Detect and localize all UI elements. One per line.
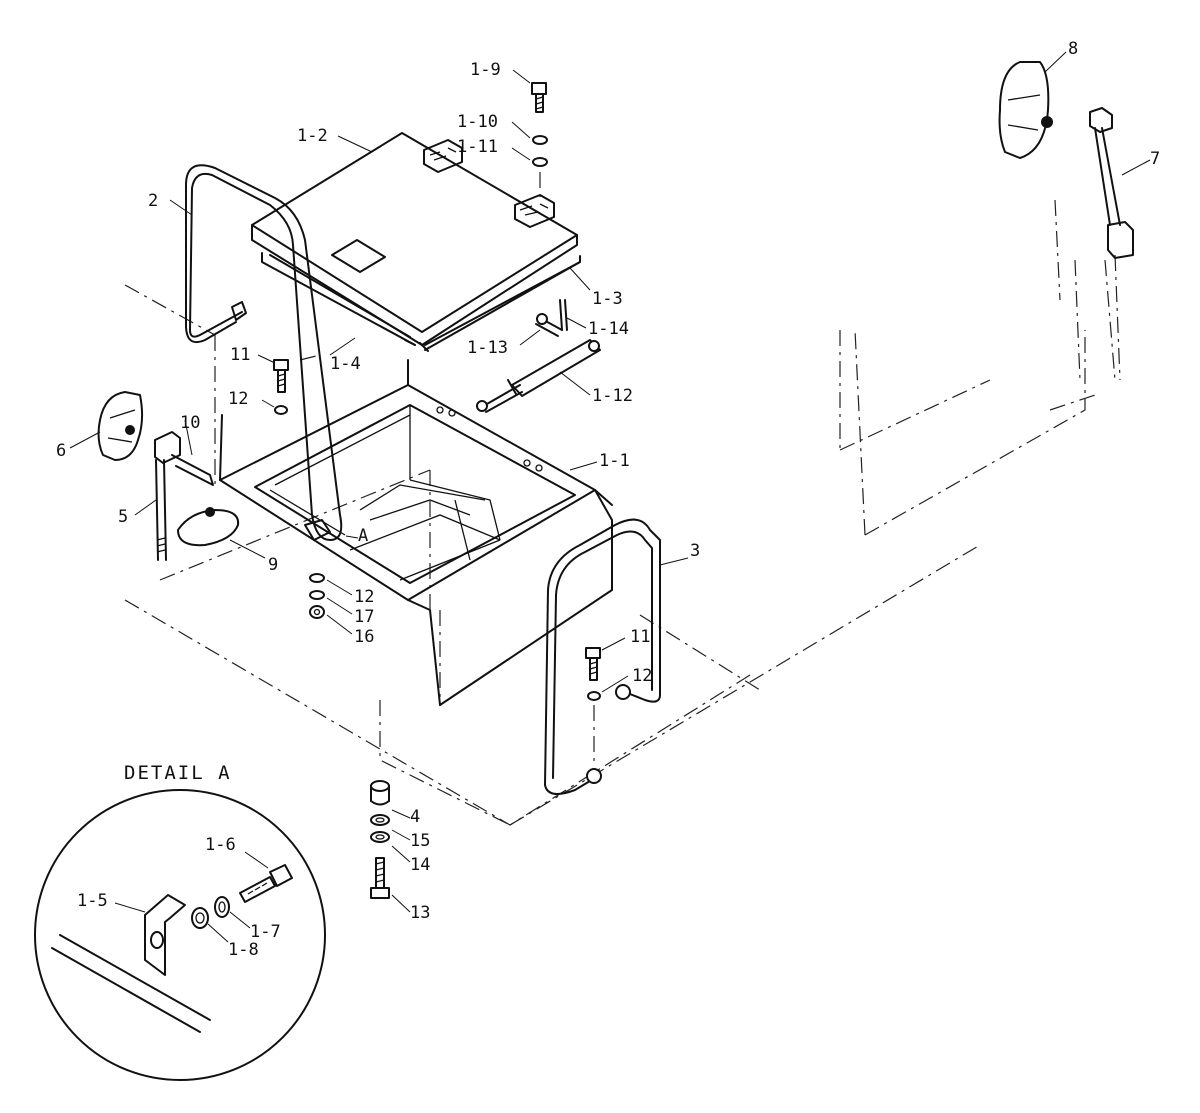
- phantom-cab-outline: [839, 199, 1121, 536]
- label-1-5: 1-5: [77, 891, 108, 911]
- pin-and-clip: [535, 299, 568, 337]
- label-17: 17: [354, 607, 374, 627]
- label-1-4: 1-4: [330, 354, 361, 374]
- label-4: 4: [410, 807, 420, 827]
- label-1-2: 1-2: [297, 126, 328, 146]
- label-15: 15: [410, 831, 430, 851]
- label-12-left: 12: [228, 389, 248, 409]
- label-1-10: 1-10: [457, 112, 498, 132]
- label-10: 10: [180, 413, 200, 433]
- battery-cover: [251, 132, 578, 346]
- hinge-bolt: [531, 82, 548, 200]
- detail-a-title: DETAIL A: [124, 762, 232, 784]
- label-3: 3: [690, 541, 700, 561]
- mirror-right-assembly: [998, 61, 1134, 259]
- phantom-base-outline: [124, 284, 981, 826]
- mount-stack: [370, 780, 390, 899]
- label-6: 6: [56, 441, 66, 461]
- detail-a-view: [34, 789, 326, 1081]
- label-7: 7: [1150, 149, 1160, 169]
- handrail-left: [185, 164, 343, 541]
- label-1-12: 1-12: [592, 386, 633, 406]
- label-1-3: 1-3: [592, 289, 623, 309]
- part-labels: 1-9 1-10 1-11 1-2 2 1-3 1-14 1-13 1-4 1-…: [56, 39, 1160, 960]
- label-9: 9: [268, 555, 278, 575]
- gas-spring: [476, 339, 601, 413]
- label-1-9: 1-9: [470, 60, 501, 80]
- mirror-left-assembly: [97, 391, 240, 561]
- handrail-right: [544, 518, 661, 795]
- label-1-1: 1-1: [599, 451, 630, 471]
- label-1-11: 1-11: [457, 137, 498, 157]
- label-14: 14: [410, 855, 430, 875]
- label-1-6: 1-6: [205, 835, 236, 855]
- label-1-7: 1-7: [250, 922, 281, 942]
- label-11-left: 11: [230, 345, 250, 365]
- label-12-stack: 12: [354, 587, 374, 607]
- label-13: 13: [410, 903, 430, 923]
- label-1-13: 1-13: [467, 338, 508, 358]
- label-1-14: 1-14: [588, 319, 629, 339]
- label-5: 5: [118, 507, 128, 527]
- rail-bolt-right: [585, 647, 601, 765]
- rail-bolt-left: [273, 359, 289, 415]
- label-1-8: 1-8: [228, 940, 259, 960]
- label-12-right: 12: [632, 666, 652, 686]
- section-marker-a: A: [358, 526, 368, 546]
- label-16: 16: [354, 627, 374, 647]
- label-8: 8: [1068, 39, 1078, 59]
- battery-box: [219, 359, 613, 706]
- seal-strips: [261, 252, 581, 352]
- leader-lines: [69, 51, 1151, 943]
- label-2: 2: [148, 191, 158, 211]
- label-11-right: 11: [630, 627, 650, 647]
- left-washer-stack: [309, 573, 325, 619]
